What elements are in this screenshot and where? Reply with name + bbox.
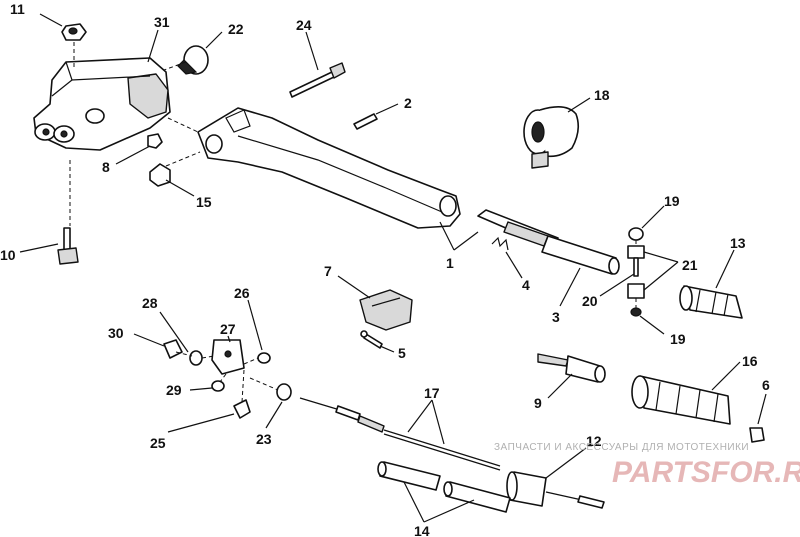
part-10-bolt: [57, 227, 79, 265]
leader-lines: [19, 13, 767, 523]
watermark-caption: ЗАПЧАСТИ И АКСЕССУАРЫ ДЛЯ МОТОТЕХНИКИ: [494, 442, 749, 453]
callout-4: 4: [522, 277, 530, 293]
callout-14: 14: [414, 523, 430, 537]
callout-31: 31: [154, 14, 170, 30]
part-19-20-21-bushings: [627, 227, 645, 317]
callout-24: 24: [296, 17, 312, 33]
part-30-clip: [163, 339, 183, 359]
callout-10: 10: [0, 247, 16, 263]
callout-29: 29: [166, 382, 182, 398]
watermark-logo: PARTSFOR.RU: [612, 456, 800, 489]
part-3-throttle-shaft: [477, 209, 620, 275]
part-27-lever: [211, 339, 245, 375]
part-25-screw: [233, 399, 251, 419]
callout-15: 15: [196, 194, 212, 210]
callout-26: 26: [234, 285, 250, 301]
callout-2: 2: [404, 95, 412, 111]
callout-6: 6: [762, 377, 770, 393]
callout-13: 13: [730, 235, 746, 251]
part-6-nut: [749, 427, 765, 443]
callout-18: 18: [594, 87, 610, 103]
callout-21: 21: [682, 257, 698, 273]
callout-1: 1: [446, 255, 454, 271]
part-16-grip: [631, 375, 731, 425]
part-14-sleeves: [377, 461, 511, 513]
callout-numbers: 11 31 22 24 2 18 8 15 10 1 4 3 19 21 20 …: [0, 1, 770, 537]
callout-23: 23: [256, 431, 272, 447]
part-4-spring-clip: [491, 236, 509, 251]
part-9-cable-end: [537, 353, 606, 383]
callout-25: 25: [150, 435, 166, 451]
part-12-cable-housing: [506, 471, 605, 509]
part-18-collar: [523, 106, 580, 169]
part-11-nut: [61, 23, 87, 41]
callout-19-top: 19: [664, 193, 680, 209]
part-15-lock-nut: [149, 163, 171, 187]
callout-17: 17: [424, 385, 440, 401]
part-2-pin: [353, 113, 378, 130]
callout-22: 22: [228, 21, 244, 37]
callout-8: 8: [102, 159, 110, 175]
part-23-nut: [276, 383, 292, 401]
callout-20: 20: [582, 293, 598, 309]
callout-19-bottom: 19: [670, 331, 686, 347]
part-24-bolt: [289, 62, 346, 98]
callout-27: 27: [220, 321, 236, 337]
part-28-washer: [189, 350, 203, 366]
callout-7: 7: [324, 263, 332, 279]
part-7-bracket-plate: [359, 289, 413, 331]
callout-12: 12: [586, 433, 602, 449]
part-5-screw: [360, 330, 383, 349]
callout-11: 11: [10, 1, 25, 17]
callout-30: 30: [108, 325, 124, 341]
part-1-tiller-arm: [197, 107, 461, 229]
part-13-grip: [679, 285, 743, 319]
assembly-dashed-lines: [69, 42, 637, 403]
part-22-washer: [177, 45, 209, 75]
part-8-nut: [147, 133, 163, 149]
part-17-cable: [299, 397, 501, 471]
watermark: ЗАПЧАСТИ И АКСЕССУАРЫ ДЛЯ МОТОТЕХНИКИ PA…: [494, 442, 800, 489]
part-31-bracket-housing: [33, 57, 171, 151]
callout-9: 9: [534, 395, 542, 411]
part-29-washer: [211, 380, 225, 392]
callout-16: 16: [742, 353, 758, 369]
callout-28: 28: [142, 295, 158, 311]
callout-5: 5: [398, 345, 406, 361]
callout-3: 3: [552, 309, 560, 325]
part-26-washer: [257, 352, 271, 364]
